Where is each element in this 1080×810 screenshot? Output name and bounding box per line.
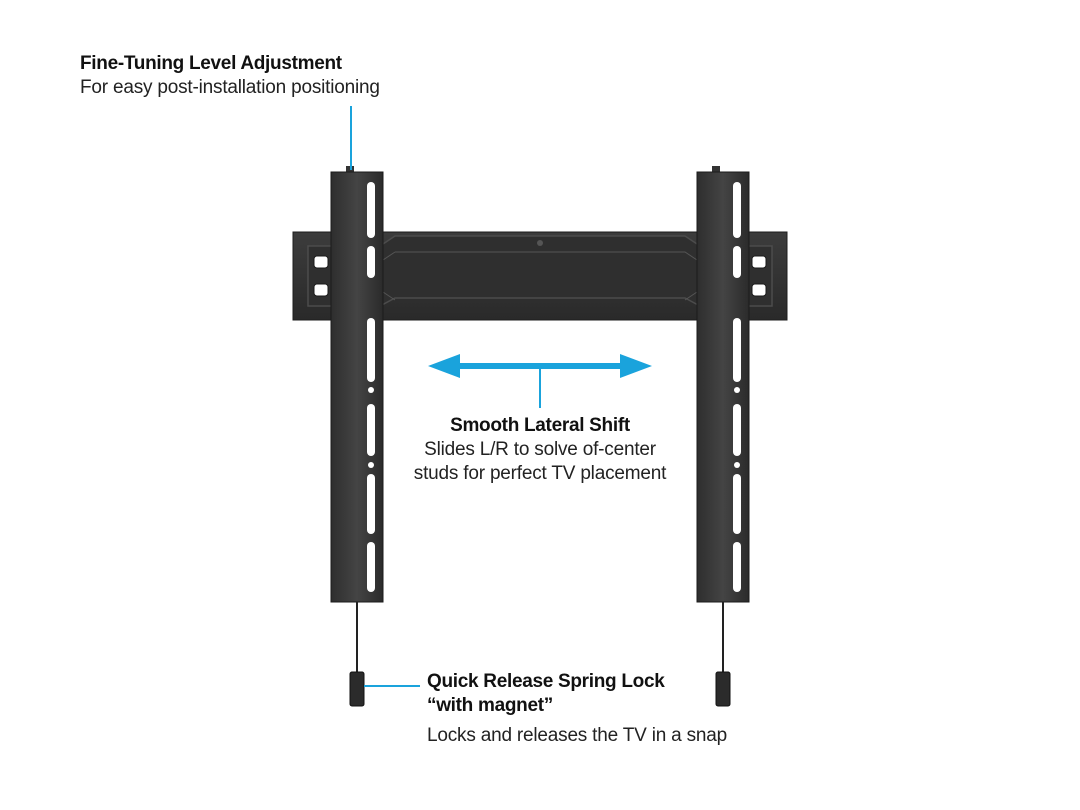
spring-lock-title-line2: “with magnet”	[427, 695, 553, 716]
lateral-shift-desc-line2: studs for perfect TV placement	[413, 463, 667, 484]
spring-lock-title-line1: Quick Release Spring Lock	[427, 671, 665, 692]
spring-lock-callout: Quick Release Spring Lock “with magnet” …	[427, 670, 727, 748]
level-adjustment-callout: Fine-Tuning Level Adjustment For easy po…	[80, 52, 380, 100]
lateral-shift-title: Smooth Lateral Shift	[450, 415, 630, 436]
spring-lock-desc: Locks and releases the TV in a snap	[427, 725, 728, 746]
right-tv-bracket-arm	[696, 166, 750, 707]
level-adjustment-desc: For easy post-installation positioning	[80, 77, 380, 98]
double-arrow-icon	[428, 354, 652, 408]
left-tv-bracket-arm	[330, 166, 384, 707]
lateral-shift-callout: Smooth Lateral Shift Slides L/R to solve…	[380, 414, 700, 486]
lateral-shift-desc-line1: Slides L/R to solve of-center	[424, 439, 656, 460]
level-adjustment-title: Fine-Tuning Level Adjustment	[80, 53, 342, 74]
